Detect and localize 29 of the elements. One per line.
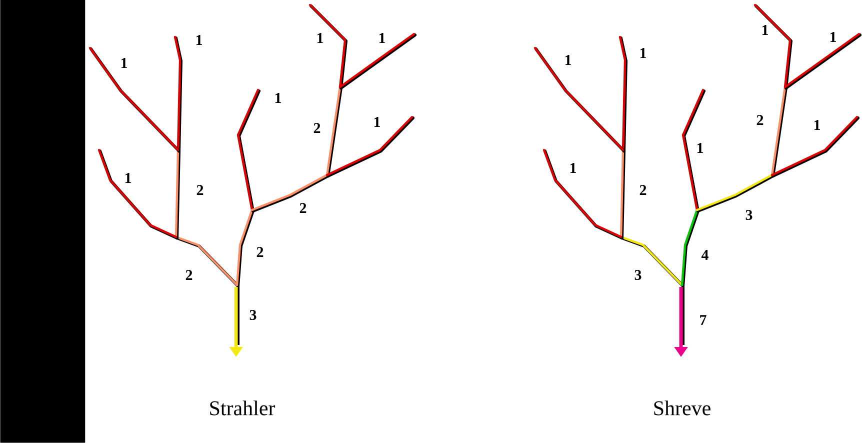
- order-number: 2: [640, 185, 646, 195]
- order-number: 2: [314, 123, 320, 133]
- order-number: 1: [379, 33, 385, 43]
- order-number: 1: [640, 48, 646, 58]
- order-number: 1: [762, 25, 768, 35]
- order-number: 1: [275, 93, 281, 103]
- order-number: 2: [196, 185, 204, 195]
- order-number: 3: [634, 270, 642, 280]
- order-number: 1: [125, 173, 131, 183]
- caption: Strahler: [210, 400, 276, 416]
- order-number: 2: [756, 115, 764, 125]
- caption: Shreve: [654, 400, 710, 416]
- order-number: 1: [374, 117, 380, 127]
- order-number: 2: [256, 247, 264, 257]
- order-number: 7: [700, 315, 706, 325]
- order-number: 1: [317, 33, 323, 43]
- order-number: 1: [121, 58, 127, 68]
- order-number: 1: [697, 143, 703, 153]
- order-number: 1: [196, 35, 202, 45]
- order-number: 1: [814, 120, 820, 130]
- order-number: 3: [250, 310, 256, 320]
- order-number: 1: [565, 55, 571, 65]
- order-number: 3: [746, 210, 752, 220]
- order-number: 2: [186, 270, 192, 280]
- order-number: 2: [300, 203, 306, 213]
- order-number: 1: [830, 32, 836, 42]
- order-number: 1: [570, 163, 576, 173]
- order-number: 4: [701, 250, 708, 260]
- side-bar: [0, 0, 86, 443]
